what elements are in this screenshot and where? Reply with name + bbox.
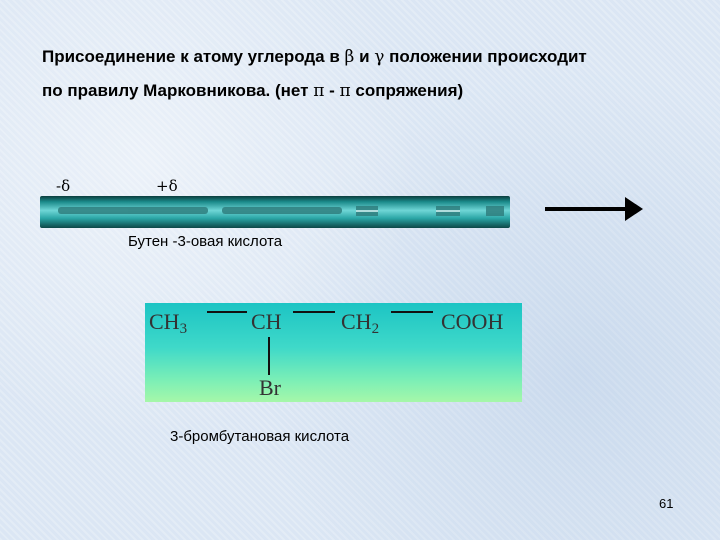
single-bond bbox=[391, 311, 433, 313]
single-bond bbox=[207, 311, 247, 313]
bromine-substituent: Br bbox=[259, 375, 281, 400]
formula-group-cooh: COOH bbox=[441, 309, 504, 334]
pi-symbol: π bbox=[339, 81, 351, 101]
reaction-arrow-icon bbox=[545, 196, 645, 227]
partial-negative-charge: -δ bbox=[56, 177, 71, 195]
heading-text: и bbox=[354, 47, 375, 66]
reactant-name: Бутен -3-овая кислота bbox=[128, 233, 283, 250]
heading-text: положении происходит bbox=[384, 47, 587, 66]
single-bond bbox=[293, 311, 335, 313]
formula-group-ch3: CH3 bbox=[149, 309, 188, 337]
heading-line-1: Присоединение к атому углерода в β и γ п… bbox=[42, 40, 702, 74]
heading-text: Присоединение к атому углерода в bbox=[42, 47, 345, 66]
partial-positive-charge: +δ bbox=[156, 177, 178, 195]
formula-group-ch: CH bbox=[251, 309, 282, 334]
pi-symbol: π bbox=[313, 81, 325, 101]
formula-group-ch2: CH2 bbox=[341, 309, 380, 337]
slide-heading: Присоединение к атому углерода в β и γ п… bbox=[42, 40, 702, 108]
heading-text: - bbox=[324, 81, 340, 100]
reactant-formula-bar bbox=[40, 196, 510, 228]
page-number: 61 bbox=[659, 496, 674, 511]
product-formula-box: CH3 CH CH2 COOH Br bbox=[145, 303, 522, 402]
beta-symbol: β bbox=[344, 47, 355, 67]
heading-text: по правилу Марковникова. (нет bbox=[42, 81, 314, 100]
obscured-formula-glyphs bbox=[58, 206, 504, 216]
heading-line-2: по правилу Марковникова. (нет π - π сопр… bbox=[42, 74, 702, 108]
gamma-symbol: γ bbox=[374, 47, 385, 67]
heading-text: сопряжения) bbox=[350, 81, 464, 100]
single-bond-vertical bbox=[268, 337, 270, 375]
product-name: 3-бромбутановая кислота bbox=[170, 428, 350, 445]
